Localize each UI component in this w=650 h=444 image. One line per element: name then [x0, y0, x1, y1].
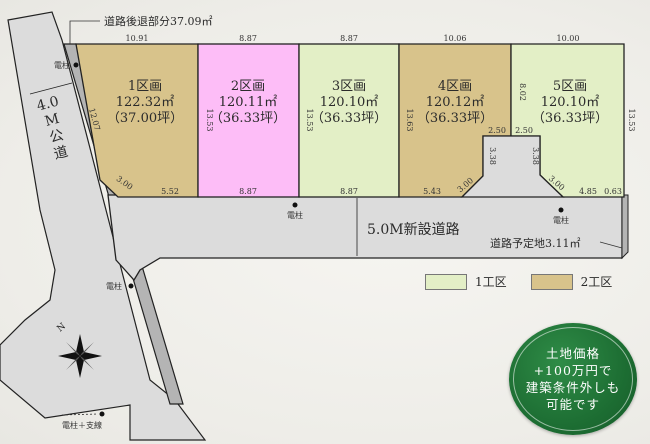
- svg-text:4.0: 4.0: [35, 93, 61, 114]
- dim-top-lot2: 8.87: [239, 34, 257, 43]
- dim-lot3-left: 13.53: [305, 109, 314, 132]
- dim-notch-left-side: 3.38: [488, 147, 497, 165]
- svg-text:122.32㎡: 122.32㎡: [116, 95, 175, 110]
- legend-swatch-phase1: [425, 273, 467, 290]
- svg-text:120.10㎡: 120.10㎡: [320, 95, 379, 110]
- dim-notch-left-top: 2.50: [488, 126, 506, 135]
- lot-3[interactable]: [298, 43, 400, 198]
- planned-road-strip: [621, 194, 629, 260]
- utility-pole-icon: [558, 207, 564, 213]
- utility-pole-label: 電柱: [106, 281, 122, 291]
- dim-notch-right-top: 2.50: [515, 126, 533, 135]
- price-offer-badge: 土地価格 +100万円で 建築条件外しも 可能です: [509, 323, 637, 435]
- svg-text:（37.00坪）: （37.00坪）: [107, 111, 183, 126]
- dim-lot5-left: 8.02: [518, 83, 527, 101]
- lot-2[interactable]: [197, 43, 300, 198]
- dim-lot3-bottom: 8.87: [340, 187, 358, 196]
- dim-notch-right-side: 3.38: [531, 147, 540, 165]
- utility-pole-icon: [99, 411, 105, 417]
- dim-top-lot3: 8.87: [340, 34, 358, 43]
- dim-lot5-end: 0.63: [604, 187, 622, 196]
- svg-text:120.12㎡: 120.12㎡: [426, 95, 485, 110]
- svg-text:道: 道: [52, 144, 70, 163]
- svg-text:120.11㎡: 120.11㎡: [219, 95, 278, 110]
- lot-3-label: 3区画 120.10㎡ （36.33坪）: [311, 79, 387, 126]
- utility-pole-label: 電柱: [287, 210, 303, 220]
- public-road-label: 4.0 M 公 道: [35, 93, 70, 163]
- setback-note: 道路後退部分37.09㎡: [104, 14, 213, 28]
- compass-rose-icon: N: [56, 321, 102, 378]
- svg-text:1区画: 1区画: [128, 79, 162, 94]
- svg-text:2区画: 2区画: [231, 79, 265, 94]
- svg-text:3区画: 3区画: [332, 79, 366, 94]
- badge-line-3: 建築条件外しも: [525, 380, 621, 395]
- lot-1-label: 1区画 122.32㎡ （37.00坪）: [107, 79, 183, 126]
- public-road-area: [0, 11, 207, 441]
- lot-5-label: 5区画 120.10㎡ （36.33坪）: [532, 79, 608, 126]
- utility-pole-icon: [128, 283, 134, 289]
- svg-text:4区画: 4区画: [438, 79, 472, 94]
- utility-pole-icon: [292, 202, 298, 208]
- dim-lot2-left: 13.53: [205, 109, 214, 132]
- dim-lot2-bottom: 8.87: [239, 187, 257, 196]
- legend-item-phase2: 2工区: [530, 273, 613, 290]
- legend-label-phase1: 1工区: [475, 275, 507, 289]
- badge-line-4: 可能です: [545, 397, 600, 412]
- setback-leader: [69, 20, 100, 44]
- turnaround-notch: [460, 135, 565, 198]
- svg-text:（36.33坪）: （36.33坪）: [311, 111, 387, 126]
- svg-text:公: 公: [48, 127, 66, 146]
- dim-top-lot4: 10.06: [444, 34, 467, 43]
- legend-swatch-phase2: [530, 273, 573, 290]
- legend: 1工区 2工区: [425, 273, 628, 290]
- legend-label-phase2: 2工区: [580, 275, 613, 289]
- utility-pole-label: 電柱: [553, 215, 569, 225]
- lot-2-label: 2区画 120.11㎡ （36.33坪）: [210, 79, 286, 126]
- legend-item-phase1: 1工区: [425, 273, 507, 290]
- svg-text:（36.33坪）: （36.33坪）: [532, 111, 608, 126]
- svg-text:120.10㎡: 120.10㎡: [541, 95, 600, 110]
- dim-lot1-bottom: 5.52: [161, 187, 179, 196]
- dim-lot5-bottom: 4.85: [579, 187, 597, 196]
- guy-wire-label: 電柱＋支線: [62, 420, 102, 430]
- dim-lot4-bottom: 5.43: [423, 187, 441, 196]
- dim-top-lot1: 10.91: [126, 34, 149, 43]
- public-road-width-arrow: [29, 82, 73, 95]
- dim-lot4-left: 13.63: [405, 109, 414, 132]
- svg-text:5区画: 5区画: [553, 79, 587, 94]
- utility-pole-label: 電柱: [54, 60, 70, 70]
- svg-text:M: M: [43, 111, 61, 130]
- dim-top-lot5: 10.00: [557, 34, 580, 43]
- planned-road-leader: [599, 241, 623, 249]
- planned-road-label: 道路予定地3.11㎡: [490, 236, 581, 250]
- new-road-label: 5.0M新設道路: [367, 222, 460, 238]
- badge-line-1: 土地価格: [545, 346, 600, 361]
- utility-pole-icon: [73, 62, 79, 68]
- badge-line-2: +100万円で: [533, 363, 613, 378]
- lot-4-label: 4区画 120.12㎡ （36.33坪）: [417, 79, 493, 126]
- svg-text:（36.33坪）: （36.33坪）: [210, 111, 286, 126]
- lot-1[interactable]: [75, 43, 199, 198]
- svg-text:（36.33坪）: （36.33坪）: [417, 111, 493, 126]
- dim-lot5-right: 13.53: [627, 109, 636, 132]
